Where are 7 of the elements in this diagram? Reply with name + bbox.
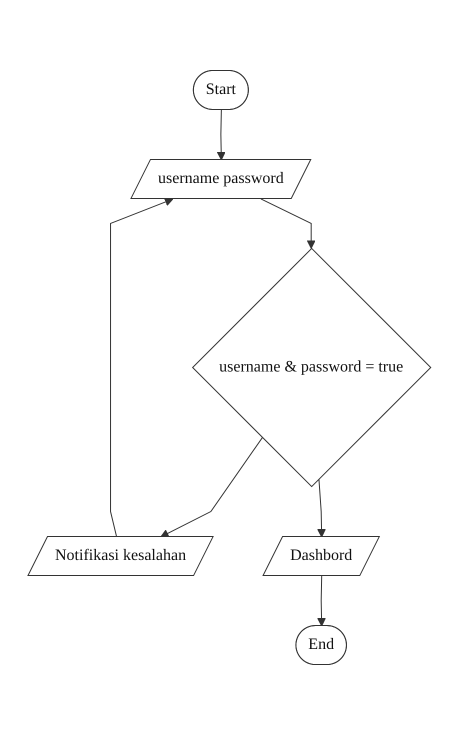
arrow	[160, 437, 262, 538]
arrow	[316, 576, 326, 626]
arrow	[260, 198, 316, 249]
arrow	[316, 478, 326, 538]
arrow	[110, 198, 174, 538]
node-diamond: username & password = true	[192, 248, 432, 488]
arrow	[216, 109, 226, 160]
